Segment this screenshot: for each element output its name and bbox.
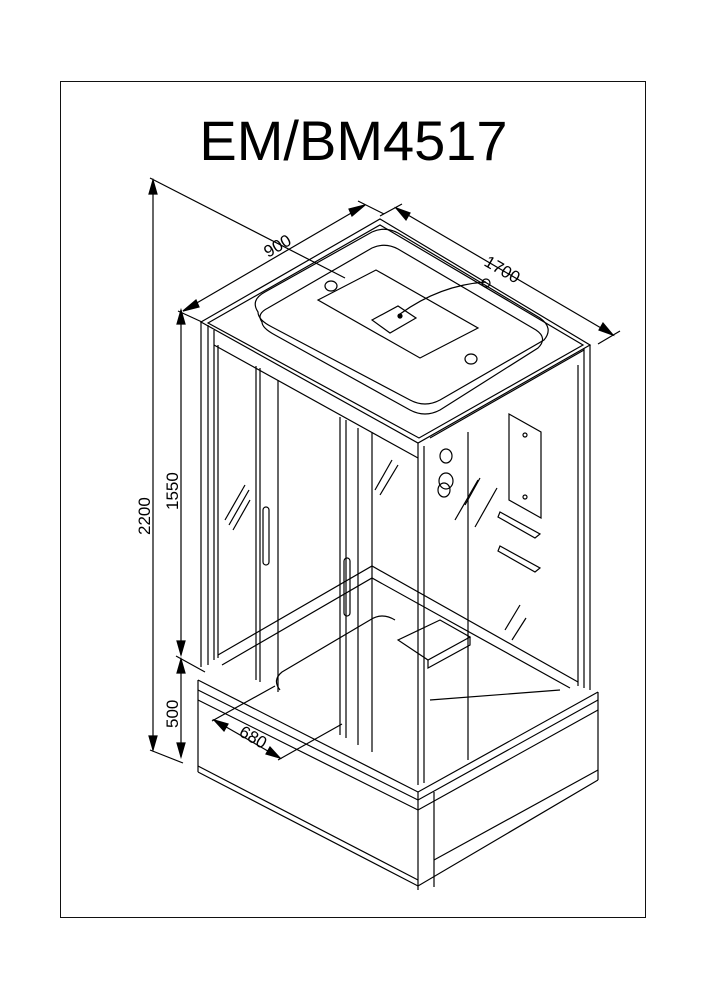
dim-1700-label: 1700 [481, 252, 523, 287]
dim-900-label: 900 [261, 231, 295, 262]
control-knob-upper [439, 448, 453, 464]
model-title: EM/BM4517 [199, 109, 508, 172]
left-front-panel [200, 322, 425, 785]
mirror-panel [508, 412, 542, 520]
dimension-1550: 1550 [163, 307, 206, 673]
dimension-500: 500 [149, 656, 186, 764]
dim-2200-label: 2200 [135, 497, 154, 535]
right-side-panel [429, 345, 591, 760]
dimension-900: 900 [149, 177, 385, 323]
door-handle-right [343, 557, 351, 617]
control-knob-lower [437, 482, 451, 498]
shelf-lower [497, 545, 542, 573]
dim-1550-label: 1550 [163, 472, 182, 510]
control-knob-middle [438, 472, 454, 490]
door-handle-left [262, 506, 270, 566]
dimension-2200: 2200 [135, 177, 158, 753]
shelf-upper [497, 511, 542, 539]
roof [199, 218, 592, 444]
dim-680-label: 680 [236, 722, 270, 753]
dimension-1700: 1700 [379, 203, 621, 345]
cabin-base [197, 679, 599, 890]
drawing-frame [60, 81, 646, 918]
rain-shower-head [370, 305, 418, 334]
dim-500-label: 500 [163, 700, 182, 728]
shower-tray [217, 565, 579, 701]
